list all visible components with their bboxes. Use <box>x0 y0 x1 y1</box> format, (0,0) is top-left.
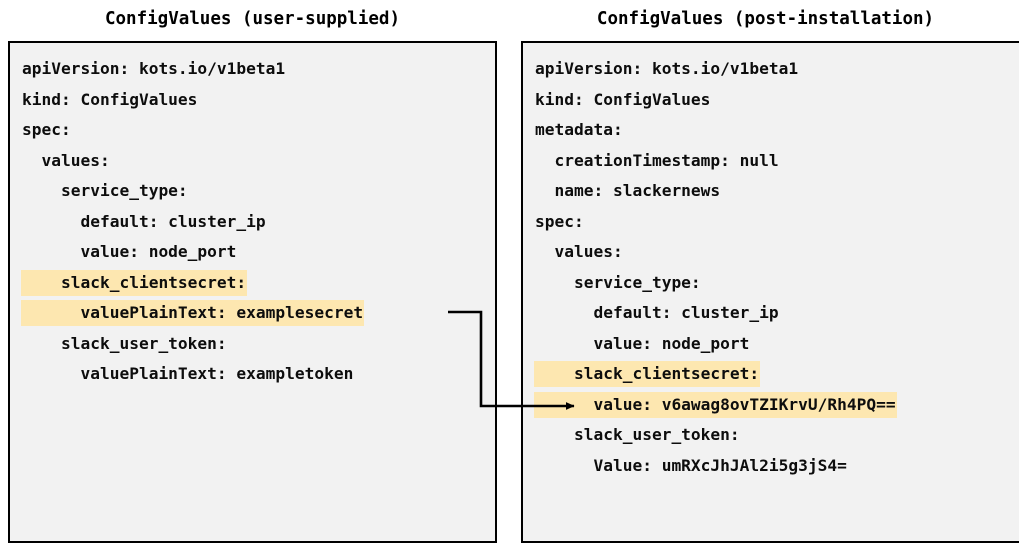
yaml-line-text: spec: <box>535 211 584 231</box>
yaml-line: spec: <box>22 115 495 146</box>
yaml-line-text: kind: ConfigValues <box>535 89 711 109</box>
yaml-line-text: values: <box>22 150 110 170</box>
yaml-line: apiVersion: kots.io/v1beta1 <box>535 54 1019 85</box>
yaml-line: apiVersion: kots.io/v1beta1 <box>22 54 495 85</box>
yaml-line-text: value: v6awag8ovTZIKrvU/Rh4PQ== <box>535 392 896 417</box>
yaml-line: value: node_port <box>22 237 495 268</box>
yaml-line: valuePlainText: exampletoken <box>22 359 495 390</box>
yaml-line: values: <box>535 237 1019 268</box>
yaml-line: default: cluster_ip <box>535 298 1019 329</box>
yaml-line-text: value: node_port <box>22 242 237 261</box>
yaml-line-text: creationTimestamp: null <box>535 150 779 170</box>
yaml-line-text: slack_clientsecret: <box>22 270 247 295</box>
yaml-line-text: apiVersion: kots.io/v1beta1 <box>22 59 286 78</box>
yaml-line: value: v6awag8ovTZIKrvU/Rh4PQ== <box>535 390 1019 421</box>
yaml-line-text: valuePlainText: exampletoken <box>22 364 354 383</box>
yaml-line-text: slack_clientsecret: <box>535 362 760 386</box>
yaml-line: value: node_port <box>535 329 1019 360</box>
left-yaml-panel: apiVersion: kots.io/v1beta1 kind: ConfigV… <box>8 41 497 543</box>
yaml-line: default: cluster_ip <box>22 207 495 238</box>
yaml-line-text: name: slackernews <box>535 181 721 200</box>
yaml-line-text: spec: <box>22 120 71 139</box>
yaml-line-text: default: cluster_ip <box>22 211 266 231</box>
yaml-line: Value: umRXcJhJAl2i5g3jS4= <box>535 451 1019 482</box>
yaml-line-text: apiVersion: kots.io/v1beta1 <box>535 59 799 78</box>
yaml-line-text: values: <box>535 242 623 261</box>
yaml-line-text: Value: umRXcJhJAl2i5g3jS4= <box>535 455 847 475</box>
yaml-line: name: slackernews <box>535 176 1019 207</box>
yaml-line: spec: <box>535 207 1019 238</box>
yaml-line: creationTimestamp: null <box>535 146 1019 177</box>
yaml-line-text: slack_user_token: <box>535 425 740 444</box>
yaml-line-text: kind: ConfigValues <box>22 89 198 109</box>
left-panel-title: ConfigValues (user-supplied) <box>104 9 400 29</box>
yaml-line-text: service_type: <box>22 181 188 200</box>
yaml-line: valuePlainText: examplesecret <box>22 298 495 329</box>
yaml-line: slack_clientsecret: <box>22 268 495 299</box>
right-yaml-content: apiVersion: kots.io/v1beta1 kind: ConfigV… <box>535 54 1019 481</box>
yaml-line-text: metadata: <box>535 120 623 139</box>
yaml-line: kind: ConfigValues <box>535 85 1019 116</box>
yaml-line: metadata: <box>535 115 1019 146</box>
yaml-line: kind: ConfigValues <box>22 85 495 116</box>
yaml-line-text: valuePlainText: examplesecret <box>22 301 364 325</box>
right-yaml-panel: apiVersion: kots.io/v1beta1 kind: ConfigV… <box>521 41 1019 543</box>
left-yaml-content: apiVersion: kots.io/v1beta1 kind: ConfigV… <box>22 54 495 390</box>
yaml-line: values: <box>22 146 495 177</box>
right-panel-title: ConfigValues (post-installation) <box>596 9 935 29</box>
yaml-line: service_type: <box>22 176 495 207</box>
yaml-line-text: default: cluster_ip <box>535 303 779 322</box>
yaml-line-text: value: node_port <box>535 333 750 353</box>
yaml-line-text: service_type: <box>535 272 701 292</box>
yaml-line: slack_user_token: <box>535 420 1019 451</box>
yaml-line: slack_clientsecret: <box>535 359 1019 390</box>
yaml-line-text: slack_user_token: <box>22 333 227 353</box>
yaml-line: service_type: <box>535 268 1019 299</box>
yaml-line: slack_user_token: <box>22 329 495 360</box>
